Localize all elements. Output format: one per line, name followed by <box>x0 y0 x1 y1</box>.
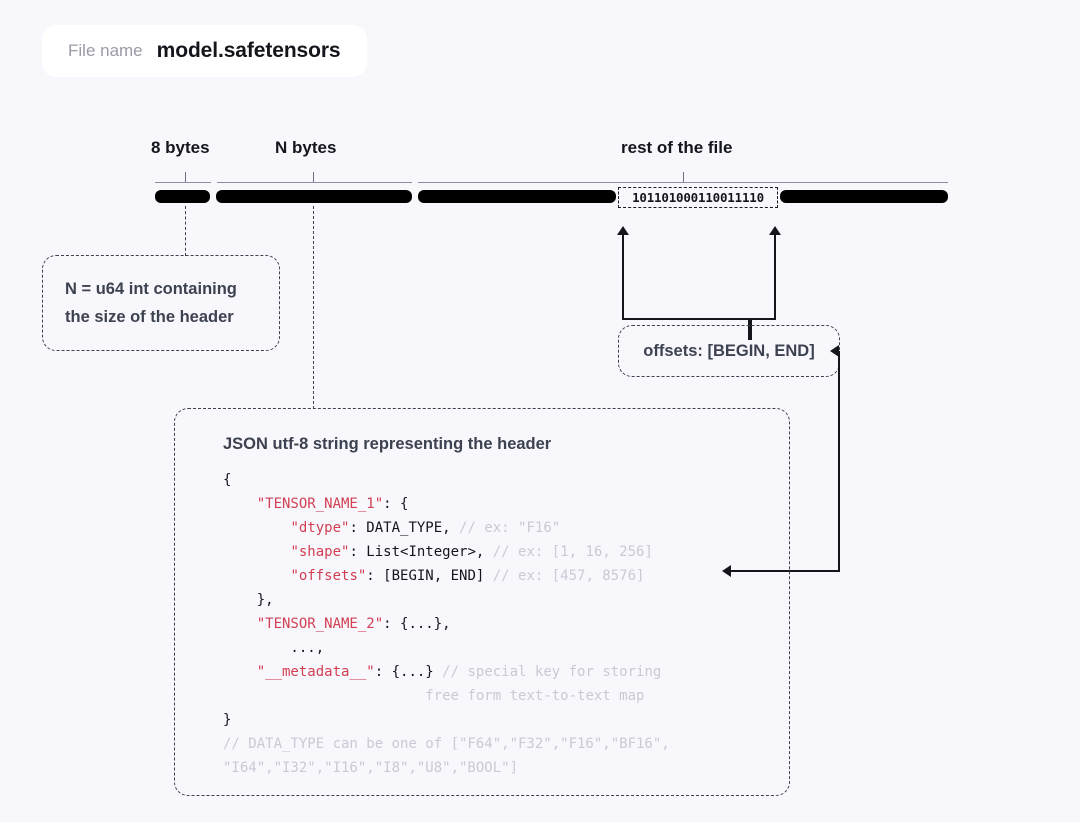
connector-begin-drop <box>748 318 750 340</box>
bar-segment-8-bytes <box>155 190 210 203</box>
bar-segment-rest-a <box>418 190 616 203</box>
offsets-callout: offsets: [BEGIN, END] <box>618 325 840 377</box>
connector-begin-vertical <box>622 235 624 320</box>
leader-line-n-box <box>185 206 186 256</box>
json-header-title: JSON utf-8 string representing the heade… <box>223 435 552 453</box>
binary-sample-text: 101101000110011110 <box>632 190 764 205</box>
bar-segment-rest-b <box>780 190 948 203</box>
segment-label-8-bytes: 8 bytes <box>151 138 210 157</box>
code-line: "dtype": DATA_TYPE, // ex: "F16" <box>290 520 561 536</box>
file-name-label: File name <box>68 41 143 60</box>
binary-sample-box: 101101000110011110 <box>618 187 778 208</box>
connector-end-vertical <box>774 235 776 320</box>
measure-line-8-bytes <box>155 182 211 183</box>
json-code-block: { "TENSOR_NAME_1": { "dtype": DATA_TYPE,… <box>223 468 765 780</box>
measure-line-n-bytes <box>217 182 412 183</box>
code-line: free form text-to-text map <box>425 688 645 704</box>
segment-label-n-bytes: N bytes <box>275 138 337 157</box>
code-line: "TENSOR_NAME_2": {...}, <box>256 616 451 632</box>
code-line: "shape": List<Integer>, // ex: [1, 16, 2… <box>290 544 653 560</box>
connector-end-horizontal <box>750 318 776 320</box>
connector-json-offsets-vertical <box>838 351 840 572</box>
connector-json-offsets-horizontal <box>730 570 840 572</box>
connector-end-drop <box>750 318 752 340</box>
bar-segment-n-bytes <box>216 190 412 203</box>
code-line: "I64","I32","I16","I8","U8","BOOL"] <box>223 760 519 776</box>
offsets-callout-text: offsets: [BEGIN, END] <box>643 341 815 360</box>
code-line: "TENSOR_NAME_1": { <box>256 496 409 512</box>
arrowhead-begin <box>617 226 629 235</box>
tick-rest-of-file <box>683 172 684 182</box>
code-line: ..., <box>223 640 325 656</box>
tick-8-bytes <box>185 172 186 182</box>
code-line: } <box>223 712 232 728</box>
file-name-value: model.safetensors <box>156 39 341 62</box>
n-bytes-callout-line1: N = u64 int containing <box>65 279 237 298</box>
n-bytes-callout-line2: the size of the header <box>65 307 234 326</box>
code-line: }, <box>223 592 274 608</box>
json-header-callout: JSON utf-8 string representing the heade… <box>174 408 790 796</box>
code-line: // DATA_TYPE can be one of ["F64","F32",… <box>223 736 670 752</box>
code-line: "offsets": [BEGIN, END] // ex: [457, 857… <box>290 568 645 584</box>
file-name-pill: File name model.safetensors <box>42 25 367 77</box>
tick-n-bytes <box>313 172 314 182</box>
segment-label-rest-of-file: rest of the file <box>621 138 733 157</box>
leader-line-json-box <box>313 206 314 409</box>
arrowhead-json-offsets <box>722 565 731 577</box>
measure-line-rest-of-file <box>418 182 948 183</box>
code-line: "__metadata__": {...} // special key for… <box>256 664 662 680</box>
code-line: { <box>223 472 232 488</box>
arrowhead-end <box>769 226 781 235</box>
n-bytes-callout: N = u64 int containing the size of the h… <box>42 255 280 351</box>
arrowhead-offsets-box <box>830 345 839 357</box>
connector-begin-horizontal <box>622 318 750 320</box>
